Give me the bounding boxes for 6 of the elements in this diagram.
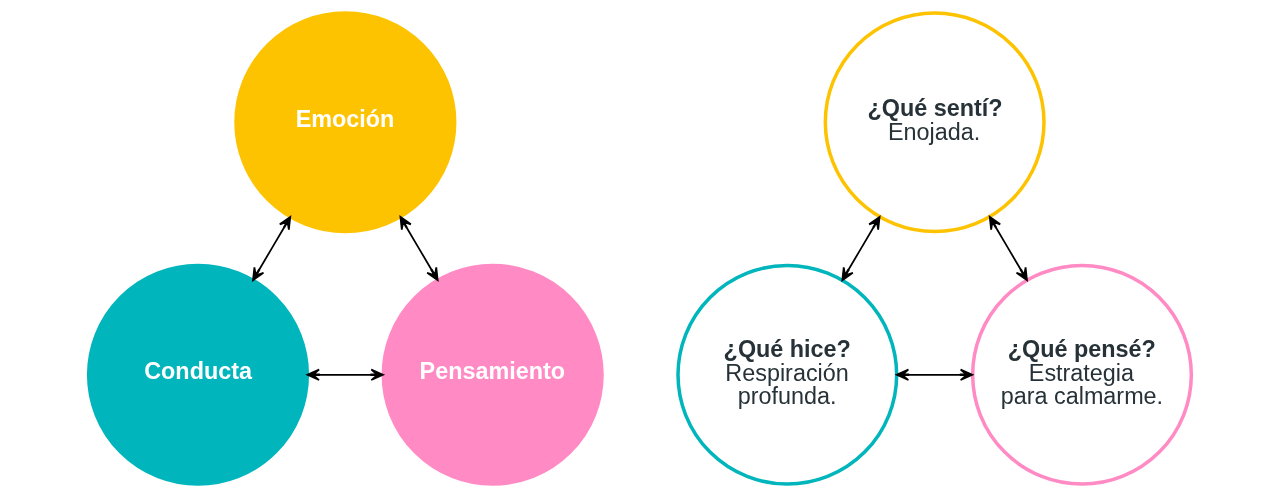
- arrow: [251, 216, 291, 282]
- arrow: [399, 216, 439, 282]
- arrow: [988, 216, 1028, 282]
- arrow: [840, 216, 880, 282]
- arrow: [306, 368, 384, 381]
- arrow: [895, 368, 973, 381]
